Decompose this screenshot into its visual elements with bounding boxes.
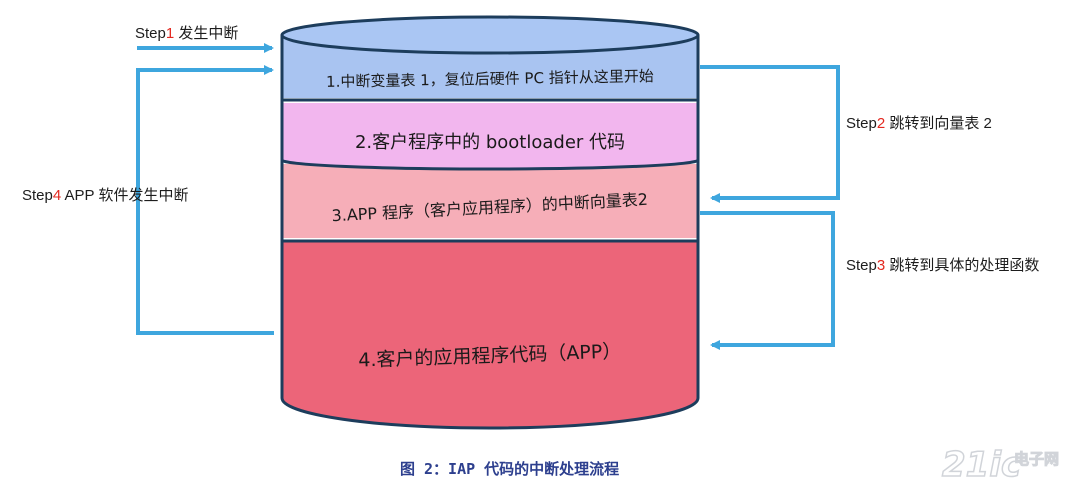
layer-1-vector-table [280, 15, 700, 98]
step3-label: Step3 跳转到具体的处理函数 [846, 257, 1039, 274]
layer-2-label: 2.客户程序中的 bootloader 代码 [355, 132, 625, 153]
cylinder-outline [280, 35, 700, 398]
watermark-logo: 21ic 电子网 [941, 444, 1059, 486]
step1-label: Step1 发生中断 [135, 25, 238, 42]
figure-caption: 图 2：IAP 代码的中断处理流程 [400, 460, 619, 478]
step4-arrow [136, 65, 274, 335]
watermark-cn: 电子网 [1014, 450, 1059, 468]
step3-arrow [700, 211, 835, 350]
step2-arrow [700, 65, 840, 203]
step2-label: Step2 跳转到向量表 2 [846, 115, 992, 132]
layer-3-app-vector-table [282, 164, 698, 243]
layer-1-label: 1.中断变量表 1，复位后硬件 PC 指针从这里开始 [326, 67, 654, 91]
watermark-digits: 21ic [942, 445, 1021, 485]
layer-4-app-code [280, 239, 700, 430]
step4-label: Step4 APP 软件发生中断 [22, 187, 188, 204]
arrows [136, 43, 840, 350]
layer-2-bootloader [282, 103, 698, 169]
